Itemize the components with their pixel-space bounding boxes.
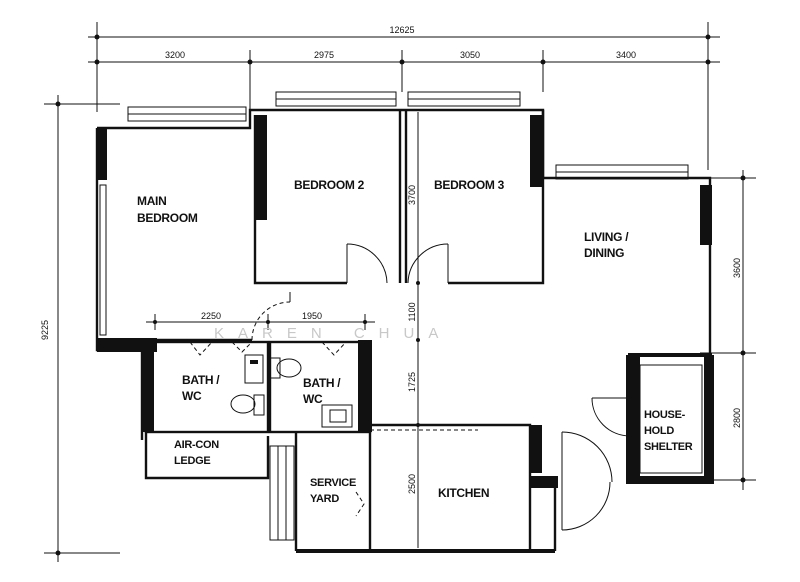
top-dimension-lines	[88, 22, 720, 170]
dim-bath-1: 2250	[201, 311, 221, 321]
label-bedroom-2: BEDROOM 2	[294, 178, 365, 192]
label-bedroom-3: BEDROOM 3	[434, 178, 505, 192]
room-main-bedroom: MAIN BEDROOM	[137, 194, 198, 225]
room-bath-2: BATH / WC	[303, 376, 342, 406]
label-bath1-line2: WC	[182, 389, 202, 403]
dim-right-1: 3600	[732, 258, 742, 278]
dim-top-2: 2975	[314, 50, 334, 60]
label-aircon-line2: LEDGE	[174, 455, 210, 467]
bath-dimension-line	[146, 314, 375, 330]
label-bath2-line2: WC	[303, 392, 323, 406]
label-shelter-line2: HOLD	[644, 425, 674, 437]
dim-right-2: 2800	[732, 408, 742, 428]
dim-top-4: 3400	[616, 50, 636, 60]
dim-inner-4: 2500	[407, 474, 417, 494]
label-kitchen: KITCHEN	[438, 486, 489, 500]
dim-inner-3: 1725	[407, 372, 417, 392]
label-living-line1: LIVING /	[584, 230, 629, 244]
dim-top-3: 3050	[460, 50, 480, 60]
label-shelter-line3: SHELTER	[644, 441, 693, 453]
room-living-dining: LIVING / DINING	[584, 230, 630, 260]
label-service-line2: YARD	[310, 493, 339, 505]
dim-overall-height: 9225	[40, 320, 50, 340]
left-dimension-line	[44, 95, 120, 562]
label-main-bedroom-line1: MAIN	[137, 194, 166, 208]
label-aircon-line1: AIR-CON	[174, 439, 219, 451]
label-service-line1: SERVICE	[310, 477, 356, 489]
room-household-shelter: HOUSE- HOLD SHELTER	[644, 409, 693, 453]
structural-walls	[97, 115, 714, 488]
label-shelter-line1: HOUSE-	[644, 409, 686, 421]
label-living-line2: DINING	[584, 246, 624, 260]
dim-bath-2: 1950	[302, 311, 322, 321]
service-yard-rack	[269, 445, 295, 541]
dim-inner-2: 1100	[407, 302, 417, 321]
bath-fixtures	[230, 354, 353, 428]
dim-inner-1: 3700	[407, 185, 417, 205]
windows	[99, 91, 689, 336]
room-bath-1: BATH / WC	[182, 373, 221, 403]
label-bath1-line1: BATH /	[182, 373, 220, 387]
room-aircon-ledge: AIR-CON LEDGE	[174, 439, 220, 467]
watermark: KAREN CHUA	[214, 325, 452, 342]
doors	[189, 243, 631, 531]
room-service-yard: SERVICE YARD	[310, 477, 356, 505]
label-bath2-line1: BATH /	[303, 376, 341, 390]
dim-top-1: 3200	[165, 50, 185, 60]
dim-overall-width: 12625	[389, 25, 414, 35]
label-main-bedroom-line2: BEDROOM	[137, 211, 198, 225]
